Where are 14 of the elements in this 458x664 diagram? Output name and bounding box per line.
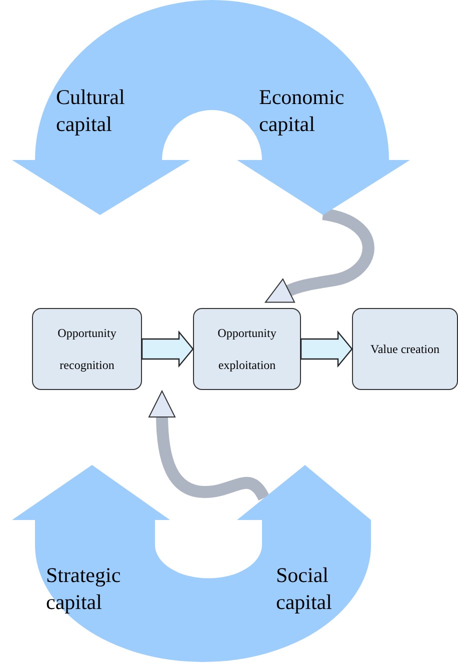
- capital-label: Cultural capital: [56, 84, 126, 138]
- process-box: [352, 308, 458, 390]
- box-label: Value creation: [370, 341, 440, 358]
- curved-arrow: [148, 390, 270, 501]
- block-arrow: [300, 330, 353, 368]
- box-label: Opportunity exploitation: [216, 325, 278, 374]
- box-label: Opportunity recognition: [56, 325, 118, 374]
- process-box: [32, 308, 142, 390]
- curved-arrow: [264, 208, 374, 303]
- capital-label: Strategic capital: [46, 562, 122, 616]
- process-box: [193, 308, 301, 390]
- capital-label: Social capital: [276, 562, 333, 616]
- capital-label: Economic capital: [259, 84, 346, 138]
- block-arrow: [141, 330, 194, 368]
